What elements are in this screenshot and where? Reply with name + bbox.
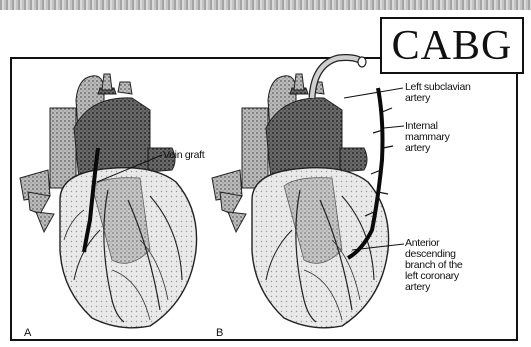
panel-letter-b: B — [216, 327, 223, 339]
label-anterior-descending-branch: Anterior descending branch of the left c… — [405, 238, 462, 293]
panel-letter-a: A — [24, 327, 31, 339]
cabg-title-box: CABG — [380, 17, 524, 74]
label-vein-graft: Vein graft — [163, 150, 204, 161]
label-internal-mammary-artery: Internal mammary artery — [405, 121, 450, 154]
cabg-title: CABG — [392, 22, 513, 70]
heart-b — [212, 57, 404, 328]
heart-a — [20, 74, 197, 328]
label-left-subclavian-artery: Left subclavian artery — [405, 82, 471, 104]
